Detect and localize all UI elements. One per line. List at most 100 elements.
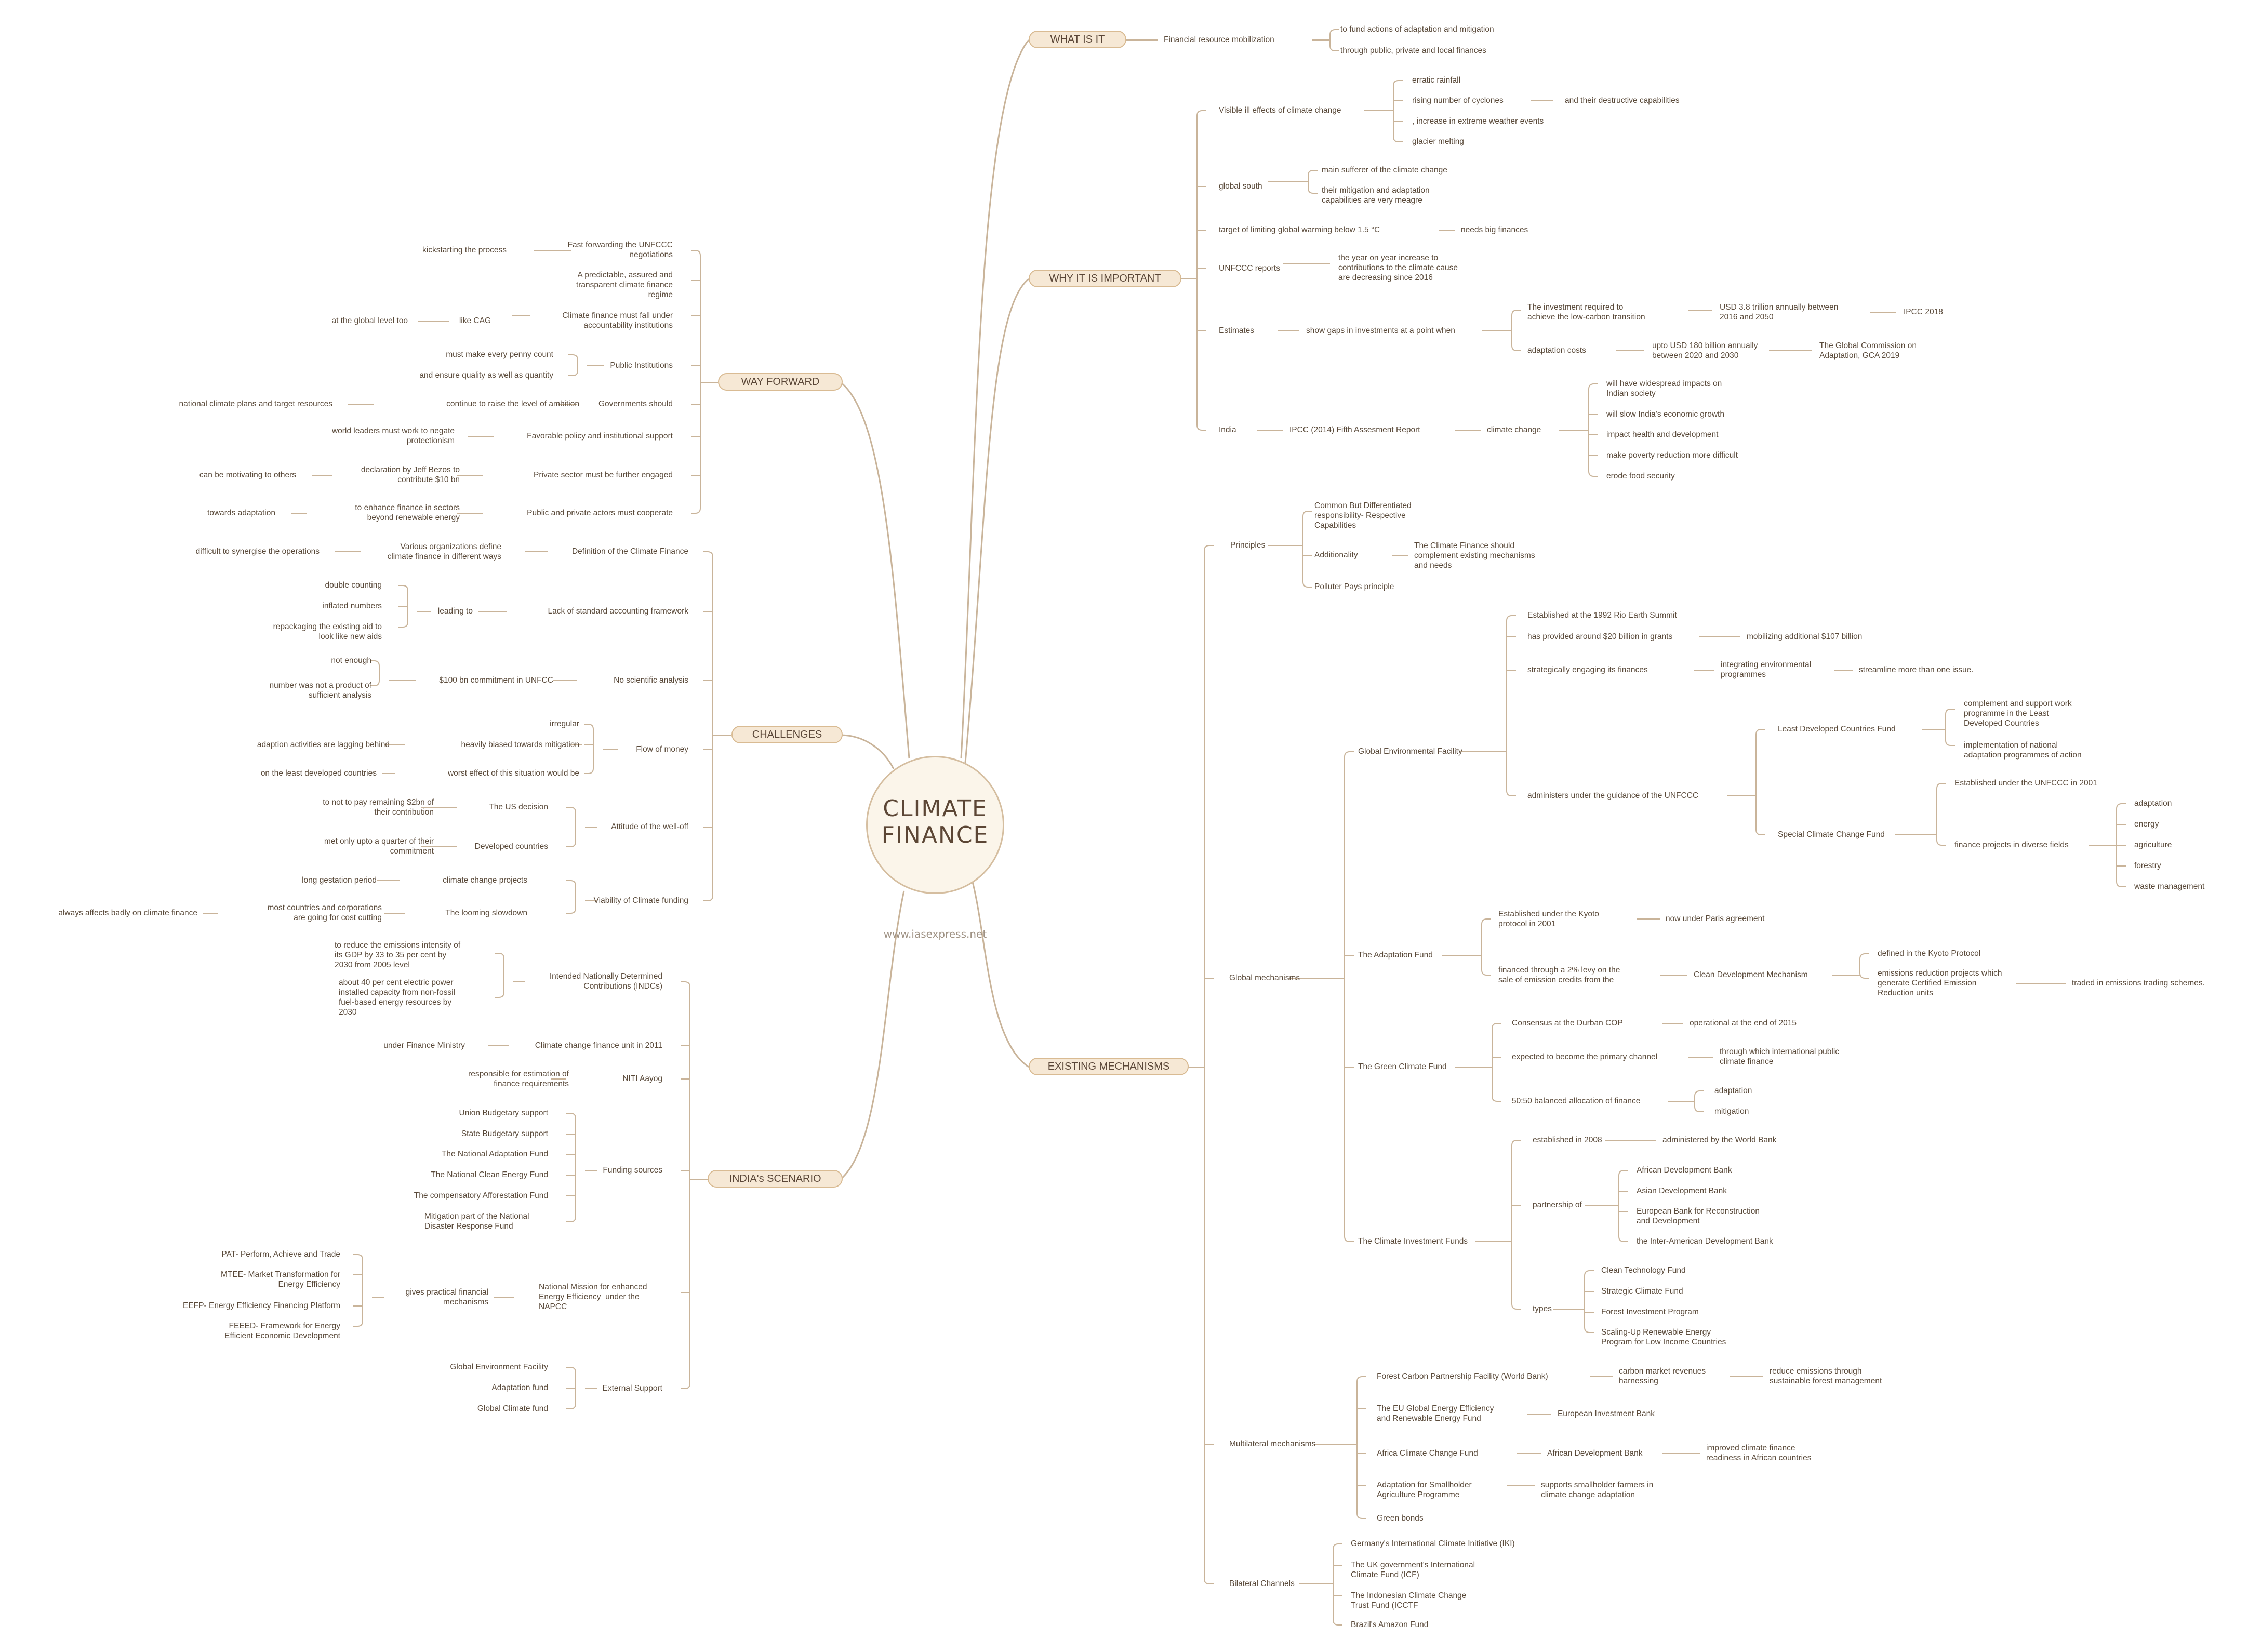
node-streamline[interactable]: streamline more than one issue. (1859, 665, 1974, 674)
node-est2008[interactable]: established in 2008 (1533, 1136, 1602, 1144)
node-naf[interactable]: The National Adaptation Fund (441, 1150, 548, 1158)
node-kyoto[interactable]: Established under the Kyoto protocol in … (1498, 910, 1599, 928)
node-fund-actions[interactable]: to fund actions of adaptation and mitiga… (1340, 25, 1494, 34)
node-adb[interactable]: Asian Development Bank (1637, 1187, 1727, 1195)
node-like-cag[interactable]: like CAG (459, 316, 491, 325)
node-bezos[interactable]: declaration by Jeff Bezos to contribute … (361, 465, 460, 484)
node-bilateral[interactable]: Bilateral Channels (1229, 1579, 1295, 1588)
branch-indias-scenario[interactable]: INDIA's SCENARIO (708, 1170, 843, 1188)
node-operational[interactable]: operational at the end of 2015 (1690, 1019, 1797, 1028)
node-eib[interactable]: European Investment Bank (1558, 1409, 1655, 1418)
branch-existing-mechanisms[interactable]: EXISTING MECHANISMS (1029, 1058, 1189, 1075)
node-governments[interactable]: Governments should (598, 399, 673, 408)
node-gca[interactable]: The Global Commission on Adaptation, GCA… (1819, 341, 1917, 360)
node-amazon[interactable]: Brazil's Amazon Fund (1351, 1620, 1429, 1629)
branch-what-is-it[interactable]: WHAT IS IT (1029, 31, 1126, 48)
node-traded[interactable]: traded in emissions trading schemes. (2072, 979, 2205, 988)
branch-way-forward[interactable]: WAY FORWARD (718, 373, 843, 391)
node-green-climate-fund[interactable]: The Green Climate Fund (1358, 1062, 1447, 1071)
node-worst-effect[interactable]: worst effect of this situation would be (447, 769, 579, 778)
node-through-finances[interactable]: through public, private and local financ… (1340, 46, 1486, 55)
node-scf[interactable]: Strategic Climate Fund (1601, 1287, 1683, 1296)
node-india-gef[interactable]: Global Environment Facility (450, 1363, 548, 1371)
node-feeed[interactable]: FEEED- Framework for Energy Efficient Ec… (224, 1322, 340, 1340)
node-union-budget[interactable]: Union Budgetary support (459, 1109, 548, 1117)
node-types[interactable]: types (1533, 1304, 1552, 1313)
node-carbon-market[interactable]: carbon market revenues harnessing (1619, 1367, 1706, 1385)
node-fip[interactable]: Forest Investment Program (1601, 1308, 1699, 1316)
node-indc[interactable]: Intended Nationally Determined Contribut… (549, 972, 662, 991)
node-poverty[interactable]: make poverty reduction more difficult (1606, 451, 1738, 460)
node-grants[interactable]: has provided around $20 billion in grant… (1527, 632, 1673, 641)
node-not-enough[interactable]: not enough (331, 656, 371, 665)
node-impacts[interactable]: will have widespread impacts on Indian s… (1606, 379, 1722, 398)
node-double-counting[interactable]: double counting (325, 581, 382, 590)
node-towards-adaptation[interactable]: towards adaptation (207, 509, 275, 517)
node-rio[interactable]: Established at the 1992 Rio Earth Summit (1527, 611, 1677, 620)
node-responsible[interactable]: responsible for estimation of finance re… (468, 1070, 569, 1088)
node-usd38[interactable]: USD 3.8 trillion annually between 2016 a… (1720, 303, 1839, 322)
node-national-plans[interactable]: national climate plans and target resour… (179, 399, 332, 408)
branch-challenges[interactable]: CHALLENGES (731, 726, 843, 743)
node-estimates[interactable]: Estimates (1219, 326, 1255, 335)
node-administers[interactable]: administers under the guidance of the UN… (1527, 791, 1699, 800)
node-fast-forwarding[interactable]: Fast forwarding the UNFCCC negotiations (567, 241, 673, 259)
node-india-af[interactable]: Adaptation fund (491, 1383, 548, 1392)
node-private-sector[interactable]: Private sector must be further engaged (534, 471, 673, 479)
node-us-decision[interactable]: The US decision (489, 803, 548, 811)
node-gcf-adaptation[interactable]: adaptation (1714, 1086, 1752, 1095)
node-global-south[interactable]: global south (1219, 182, 1262, 191)
node-gestation[interactable]: long gestation period (302, 876, 377, 885)
node-protectionism[interactable]: world leaders must work to negate protec… (331, 427, 455, 445)
node-always[interactable]: always affects badly on climate finance (58, 909, 197, 917)
node-health[interactable]: impact health and development (1606, 430, 1719, 439)
node-finance-ministry[interactable]: under Finance Ministry (383, 1041, 465, 1050)
node-glacier[interactable]: glacier melting (1412, 137, 1464, 146)
node-ipcc2018[interactable]: IPCC 2018 (1904, 308, 1943, 316)
node-balanced[interactable]: 50:50 balanced allocation of finance (1512, 1097, 1641, 1105)
node-biased[interactable]: heavily biased towards mitigation (461, 740, 579, 749)
node-global-level[interactable]: at the global level too (331, 316, 408, 325)
node-climate-change[interactable]: climate change (1487, 425, 1541, 434)
node-quality[interactable]: and ensure quality as well as quantity (419, 371, 553, 380)
node-motivating[interactable]: can be motivating to others (199, 471, 296, 479)
node-cif[interactable]: The Climate Investment Funds (1358, 1237, 1468, 1246)
node-commitment[interactable]: $100 bn commitment in UNFCC (439, 676, 553, 685)
node-sccf[interactable]: Special Climate Change Fund (1778, 830, 1885, 839)
node-iki[interactable]: Germany's International Climate Initiati… (1351, 1539, 1515, 1548)
node-unfccc-reports[interactable]: UNFCCC reports (1219, 264, 1280, 273)
node-resource-mobilization[interactable]: Financial resource mobilization (1164, 35, 1274, 44)
node-cer[interactable]: emissions reduction projects which gener… (1878, 969, 2002, 997)
node-cbdr[interactable]: Common But Differentiated responsibility… (1314, 501, 1412, 530)
node-integrating[interactable]: integrating environmental programmes (1721, 660, 1812, 679)
node-public-institutions[interactable]: Public Institutions (610, 361, 673, 370)
node-slowdown[interactable]: The looming slowdown (445, 909, 527, 917)
node-sccf-fields[interactable]: finance projects in diverse fields (1954, 841, 2069, 849)
node-ndrf[interactable]: Mitigation part of the National Disaster… (424, 1212, 529, 1231)
node-projects[interactable]: climate change projects (443, 876, 527, 885)
node-destructive[interactable]: and their destructive capabilities (1565, 96, 1680, 105)
node-world-bank[interactable]: administered by the World Bank (1662, 1136, 1777, 1144)
node-yoy[interactable]: the year on year increase to contributio… (1338, 254, 1458, 282)
node-icctf[interactable]: The Indonesian Climate Change Trust Fund… (1351, 1591, 1467, 1610)
central-node[interactable] (866, 756, 1004, 894)
node-durban[interactable]: Consensus at the Durban COP (1512, 1019, 1623, 1028)
node-practical[interactable]: gives practical financial mechanisms (405, 1288, 488, 1307)
node-cdm[interactable]: Clean Development Mechanism (1694, 970, 1808, 979)
node-ncef[interactable]: The National Clean Energy Fund (431, 1170, 548, 1179)
node-big-finances[interactable]: needs big finances (1461, 225, 1528, 234)
node-global-mechanisms[interactable]: Global mechanisms (1229, 974, 1300, 982)
node-kyoto-def[interactable]: defined in the Kyoto Protocol (1878, 949, 1981, 958)
node-attitude[interactable]: Attitude of the well-off (611, 822, 688, 831)
node-reduce-forest[interactable]: reduce emissions through sustainable for… (1770, 1367, 1882, 1385)
node-supports[interactable]: supports smallholder farmers in climate … (1541, 1481, 1654, 1499)
node-irregular[interactable]: irregular (550, 720, 579, 728)
node-fcpf[interactable]: Forest Carbon Partnership Facility (Worl… (1377, 1372, 1548, 1381)
node-external-support[interactable]: External Support (602, 1384, 662, 1393)
node-adaptation-costs[interactable]: adaptation costs (1527, 346, 1586, 355)
node-levy[interactable]: financed through a 2% levy on the sale o… (1498, 966, 1620, 984)
node-main-sufferer[interactable]: main sufferer of the climate change (1322, 166, 1447, 175)
node-ldc[interactable]: on the least developed countries (260, 769, 377, 778)
node-afdb[interactable]: African Development Bank (1637, 1166, 1732, 1175)
node-viability[interactable]: Viability of Climate funding (593, 896, 688, 905)
